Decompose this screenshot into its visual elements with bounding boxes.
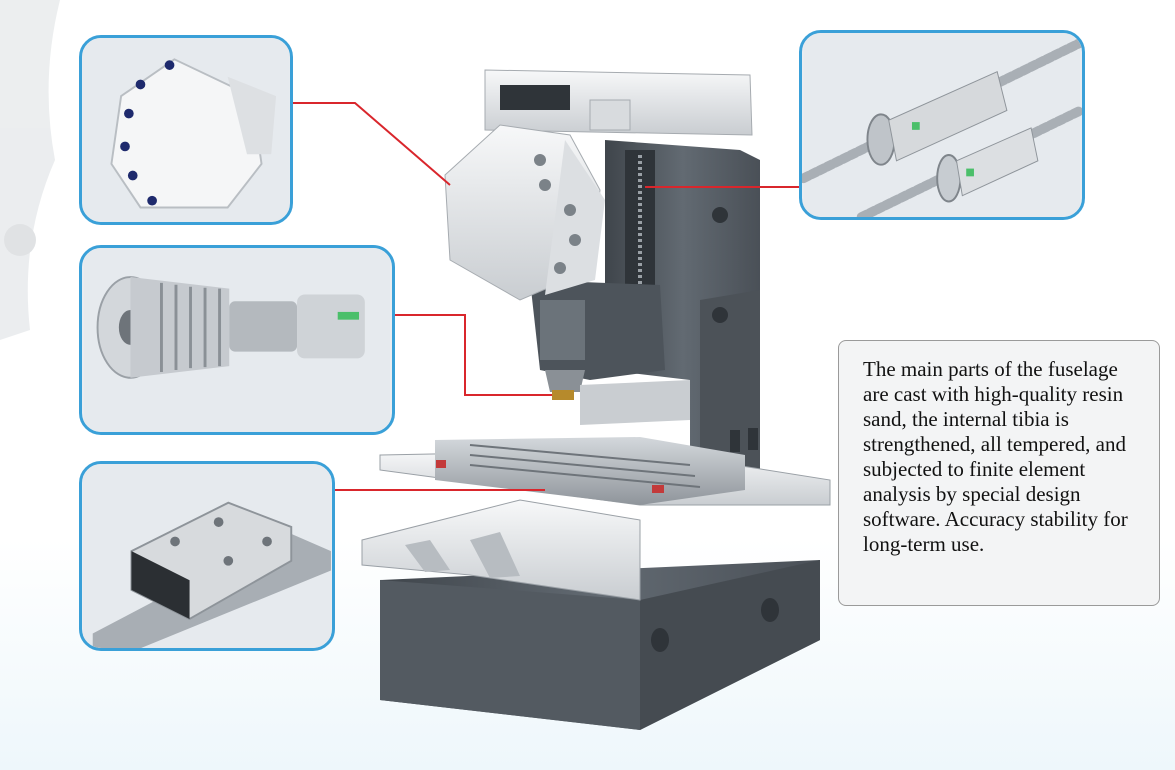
machine-base [380,560,820,730]
callout-linear-guide [79,461,335,651]
leader-line-toolchanger [293,102,451,186]
top-housing [484,69,753,136]
callout-ballscrew [799,30,1085,220]
description-text: The main parts of the fuselage are cast … [863,357,1128,556]
spindle-icon [83,248,391,432]
background-decoration [0,0,60,340]
leader-lines [293,102,799,491]
linear-guide-icon [83,464,331,648]
work-table [379,380,831,506]
callout-spindle [79,245,395,435]
machine-column [605,140,760,480]
description-box: The main parts of the fuselage are cast … [838,340,1160,606]
way-covers [361,499,641,601]
leader-line-spindle [395,314,552,396]
ball-screw-icon [802,33,1082,217]
tool-magazine [444,124,605,301]
headstock [530,280,665,400]
callout-toolchanger [79,35,293,225]
tool-magazine-icon [82,38,290,222]
